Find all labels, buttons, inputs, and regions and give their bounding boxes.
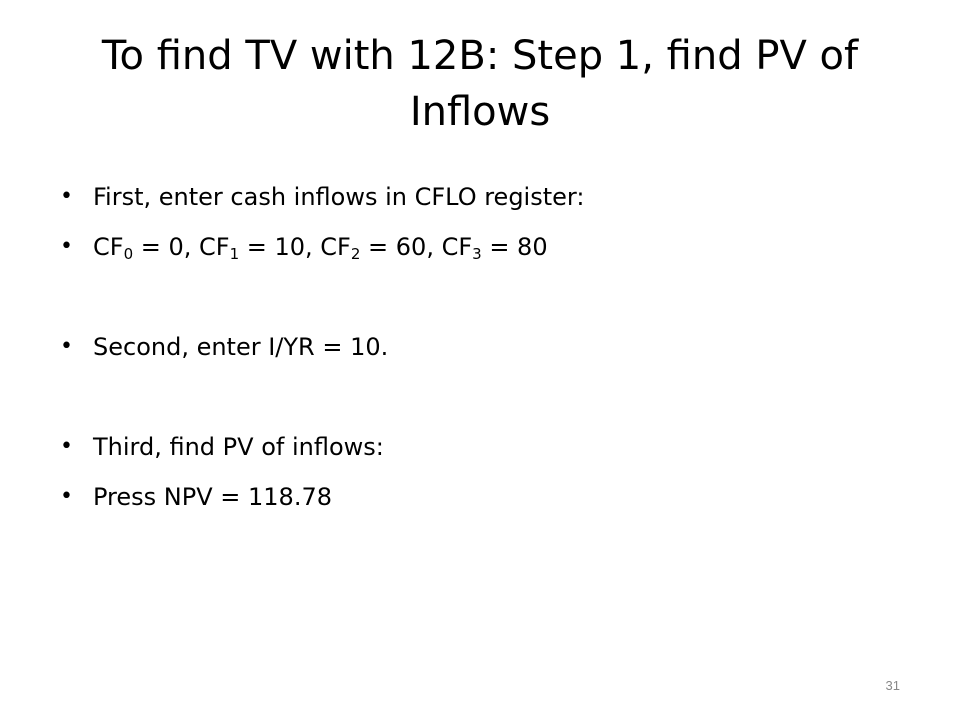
- cf1-value: = 10,: [239, 233, 321, 261]
- cf2-label: CF: [320, 233, 351, 261]
- bullet-enter-interest-rate: • Second, enter I/YR = 10.: [60, 322, 900, 372]
- bullet-dot-icon: •: [60, 434, 73, 459]
- bullet-dot-icon: •: [60, 484, 73, 509]
- cf0-subscript: 0: [123, 245, 134, 263]
- bullet-find-pv: • Third, find PV of inflows:: [60, 422, 900, 472]
- cf1-label: CF: [199, 233, 230, 261]
- bullet-text: Second, enter I/YR = 10.: [93, 333, 389, 361]
- cf1-subscript: 1: [229, 245, 240, 263]
- cf3-subscript: 3: [472, 245, 482, 263]
- cf3-value: = 80: [481, 233, 548, 261]
- slide-title: To find TV with 12B: Step 1, find PV of …: [101, 33, 859, 135]
- cf2-subscript: 2: [350, 245, 361, 263]
- bullet-text: First, enter cash inflows in CFLO regist…: [93, 183, 585, 211]
- spacer: [60, 372, 900, 422]
- spacer: [60, 272, 900, 322]
- bullet-press-npv: • Press NPV = 118.78: [60, 472, 900, 522]
- page-number: 31: [885, 678, 900, 693]
- bullet-enter-cash-inflows: • First, enter cash inflows in CFLO regi…: [60, 172, 900, 222]
- bullet-dot-icon: •: [60, 334, 73, 359]
- bullet-dot-icon: •: [60, 234, 73, 259]
- bullet-text: Third, find PV of inflows:: [93, 433, 384, 461]
- cf0-value: = 0,: [133, 233, 200, 261]
- bullet-dot-icon: •: [60, 184, 73, 209]
- bullet-cash-flow-values: • CF0 = 0, CF1 = 10, CF2 = 60, CF3 = 80: [60, 222, 900, 272]
- cf0-label: CF: [93, 233, 124, 261]
- cf2-value: = 60,: [360, 233, 442, 261]
- cf3-label: CF: [441, 233, 473, 261]
- bullet-text: Press NPV = 118.78: [93, 483, 332, 511]
- slide-body: • First, enter cash inflows in CFLO regi…: [60, 172, 900, 522]
